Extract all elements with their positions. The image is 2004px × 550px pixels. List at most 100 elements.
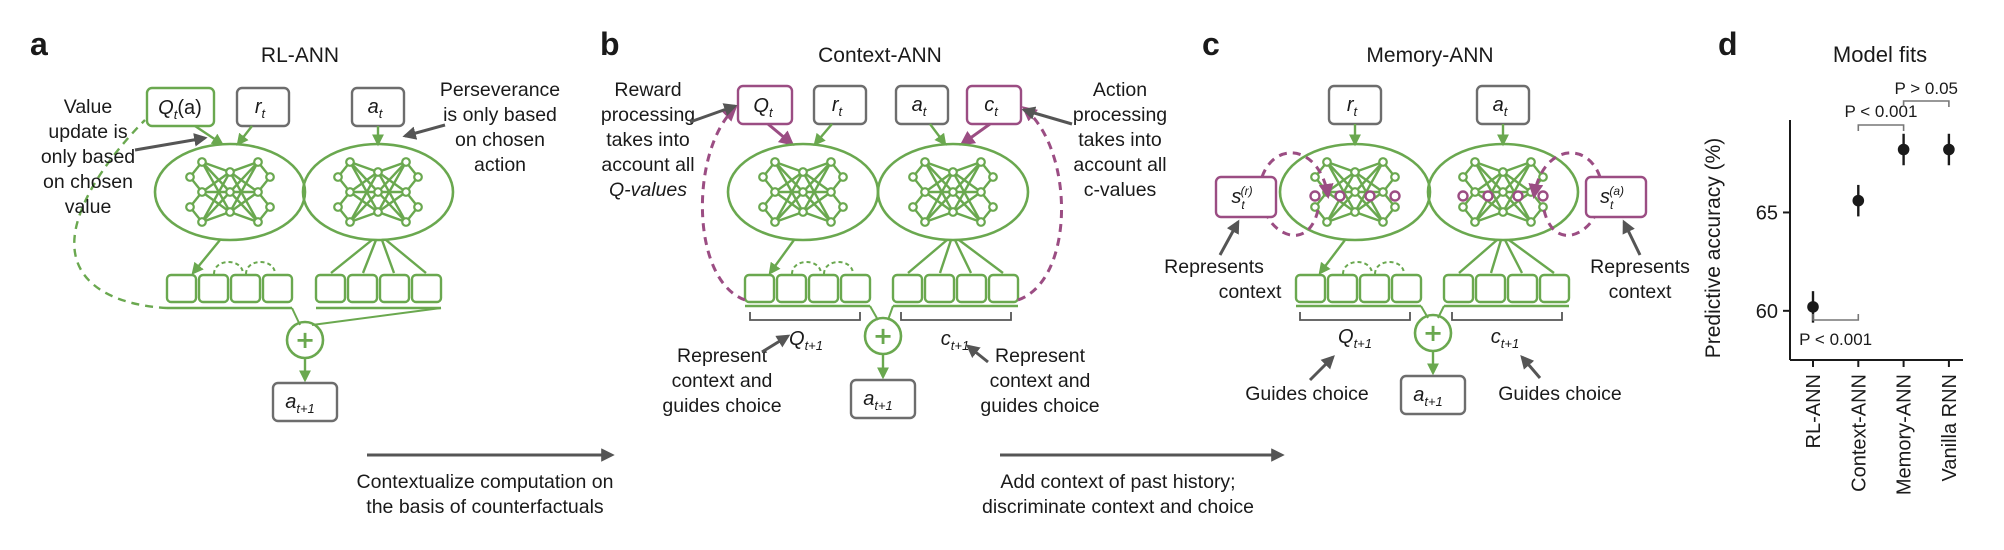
unit-row-left <box>1294 273 1423 308</box>
action-label: at <box>1493 94 1509 119</box>
action-box <box>894 84 950 126</box>
network-icon <box>758 156 848 228</box>
pointer-arrow <box>1218 219 1240 256</box>
unit-row-right <box>891 273 1020 308</box>
arrow-net-to-unit <box>768 239 795 275</box>
reward-label: rt <box>255 96 267 121</box>
transition-text: Add context of past history; <box>1000 471 1235 493</box>
arrows-net-to-units <box>907 239 1004 274</box>
unit-row-right <box>1442 273 1571 308</box>
data-point <box>1807 301 1819 313</box>
dashed-feedback-arc <box>73 119 168 310</box>
svg-text:c-values: c-values <box>1084 179 1157 201</box>
svg-text:Represent: Represent <box>677 345 768 367</box>
output-label: at+1 <box>285 391 315 416</box>
action-label: at <box>368 96 384 121</box>
q-next-label: Qt+1 <box>1338 326 1372 351</box>
transition-text: Contextualize computation on <box>357 471 614 493</box>
value-update-note: Value update is only based on chosen val… <box>41 96 135 218</box>
q-values-box <box>736 84 794 126</box>
unit-row-left <box>743 273 872 308</box>
data-point <box>1943 143 1955 156</box>
svg-text:update is: update is <box>48 121 127 143</box>
transition-ab: Contextualize computation on the basis o… <box>357 448 615 518</box>
c-next-label: ct+1 <box>1491 326 1519 351</box>
svg-text:Represent: Represent <box>995 345 1086 367</box>
y-tick-label: 60 <box>1756 301 1778 323</box>
svg-text:on chosen: on chosen <box>455 129 545 151</box>
state-reward-box <box>1214 175 1278 219</box>
network-ellipse-right <box>1426 142 1580 242</box>
significance-label: P < 0.001 <box>1844 102 1917 121</box>
arrow-net-to-unit <box>191 239 221 275</box>
plus-icon: + <box>873 322 893 350</box>
svg-text:is only based: is only based <box>443 104 557 126</box>
output-box <box>1399 374 1467 416</box>
svg-text:action: action <box>474 154 526 176</box>
panel-letter-a: a <box>30 26 48 62</box>
pointer-arrow <box>1021 106 1073 126</box>
transition-bc: Add context of past history; discriminat… <box>982 448 1285 518</box>
network-icon <box>908 156 998 228</box>
arrows-net-to-units <box>1458 239 1555 274</box>
action-label: at <box>912 94 928 119</box>
represent-context-note-right: Represent context and guides choice <box>980 345 1099 417</box>
svg-text:processing: processing <box>601 104 695 126</box>
dashed-q-feedback-arc <box>701 105 746 302</box>
svg-text:Represents: Represents <box>1164 256 1264 278</box>
pointer-arrow <box>1520 354 1542 379</box>
network-ellipse-right <box>301 142 455 242</box>
chart-title: Model fits <box>1833 42 1927 67</box>
network-ellipse-left <box>153 142 307 242</box>
dashed-loops <box>1342 261 1405 275</box>
svg-text:processing: processing <box>1073 104 1167 126</box>
state-reward-label: st(r) <box>1231 184 1252 212</box>
dashed-memory-loop-top-left <box>1260 151 1334 199</box>
x-tick-label: Vanilla RNN <box>1939 374 1961 481</box>
svg-text:Q-values: Q-values <box>609 179 687 201</box>
svg-text:takes into: takes into <box>606 129 690 151</box>
svg-text:guides choice: guides choice <box>980 395 1099 417</box>
pointer-arrow <box>761 334 791 354</box>
arrows-net-to-units <box>330 239 427 274</box>
svg-text:on chosen: on chosen <box>43 171 133 193</box>
panel-a-title: RL-ANN <box>261 44 339 67</box>
output-label: at+1 <box>1413 384 1443 409</box>
transition-text: discriminate context and choice <box>982 496 1254 518</box>
state-action-box <box>1584 175 1648 219</box>
panel-c-title: Memory-ANN <box>1366 44 1493 67</box>
data-point <box>1852 194 1865 207</box>
svg-text:context: context <box>1219 281 1282 303</box>
reward-processing-note: Reward processing takes into account all… <box>601 79 695 201</box>
svg-text:context: context <box>1609 281 1672 303</box>
group-brackets <box>1299 312 1563 321</box>
output-label: at+1 <box>863 388 893 413</box>
plus-icon: + <box>295 326 315 354</box>
guides-choice-right: Guides choice <box>1498 383 1622 405</box>
arrow-a-to-net <box>929 123 947 146</box>
output-box <box>271 381 339 423</box>
significance-bracket <box>1857 124 1905 131</box>
q-value-label: Qt(a) <box>158 97 202 122</box>
dashed-memory-loop-bottom-right <box>1542 209 1596 237</box>
memory-nodes-left <box>1309 190 1401 202</box>
significance-bracket <box>1902 100 1950 107</box>
panel-b-title: Context-ANN <box>818 44 942 67</box>
plus-icon: + <box>1423 319 1443 347</box>
pointer-arrow <box>689 103 738 124</box>
arrow-q-to-net <box>194 125 224 146</box>
c-values-label: ct <box>984 94 999 119</box>
y-tick-label: 65 <box>1756 202 1778 224</box>
pointer-arrow <box>402 123 446 140</box>
svg-text:account all: account all <box>1073 154 1166 176</box>
svg-text:Reward: Reward <box>614 79 681 101</box>
svg-text:account all: account all <box>601 154 694 176</box>
network-ellipse-right <box>876 142 1030 242</box>
svg-text:only based: only based <box>41 146 135 168</box>
panel-letter-d: d <box>1718 26 1738 62</box>
x-tick-label: RL-ANN <box>1803 374 1825 448</box>
arrow-net-to-unit <box>1318 239 1346 275</box>
arrow-q-to-net <box>767 122 795 146</box>
svg-text:guides choice: guides choice <box>662 395 781 417</box>
